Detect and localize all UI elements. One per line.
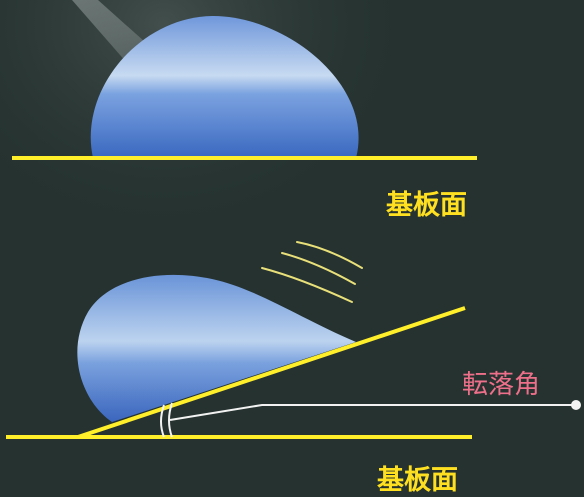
motion-lines-icon [261,241,363,303]
droplet-sliding [77,274,357,422]
sliding-angle-label: 転落角 [462,370,541,400]
substrate-label-bottom: 基板面 [377,465,458,496]
substrate-label-top: 基板面 [386,190,467,221]
droplet-resting [90,15,359,159]
angle-arc-icon [160,402,173,438]
tilted-substrate-line [77,306,466,439]
leader-line-end-dot [571,400,581,410]
sliding-angle-leader-line [169,404,574,421]
